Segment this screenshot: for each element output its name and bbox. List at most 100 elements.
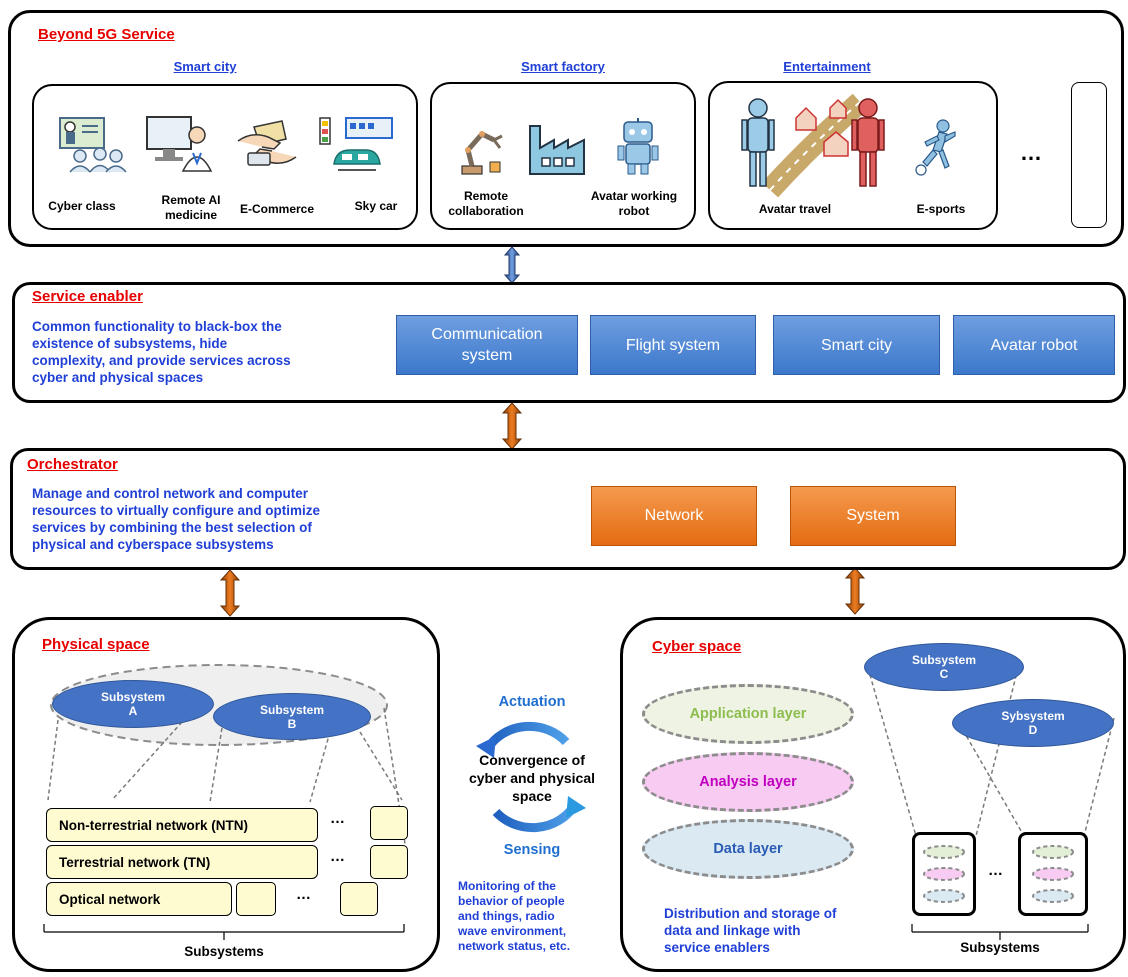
subsystem-label: A [128,704,138,718]
orchestrator-label: System [846,507,900,524]
service-avatar-travel: Avatar travel [758,202,832,216]
service-avatar-robot-line1: Avatar working [590,189,678,203]
desc-line: wave environment, [458,924,567,938]
service-esports: E-sports [916,202,966,216]
esports-icon [915,119,956,176]
remote-collaboration-icon [461,130,503,175]
desc-line: service enablers [664,940,770,955]
subsystem-label: B [287,716,297,731]
desc-line: Monitoring of the [458,879,556,893]
service-enabler-heading: Service enabler [32,288,143,305]
avatar-working-robot-icon [617,118,659,175]
service-remote-collab-line2: collaboration [448,204,524,218]
enabler-label: Avatar robot [990,336,1078,354]
enabler-label: system [461,347,513,364]
data-layer[interactable]: Data layer [642,819,854,879]
desc-line: and things, radio [458,909,555,923]
subsystem-label: Sybsystem [1001,709,1065,723]
monitoring-desc: Monitoring of the behavior of people and… [458,879,570,954]
category-smart-city: Smart city [173,59,237,74]
service-sky-car: Sky car [354,199,398,213]
desc-line: data and linkage with [664,923,801,938]
more-services-ellipsis: … [1020,140,1043,165]
desc-line: services by combining the best selection… [32,520,312,535]
desc-line: Common functionality to black-box the [32,319,282,334]
category-smart-factory: Smart factory [521,59,605,74]
more-services-box [1071,82,1107,228]
desc-line: physical and cyberspace subsystems [32,537,274,552]
desc-line: complexity, and provide services across [32,353,291,368]
enabler-smart-city[interactable]: Smart city [773,315,940,375]
cyber-stack-dots: … [988,862,1004,879]
cyber-subsystem-stack-1[interactable] [912,832,976,916]
orchestrator-desc: Manage and control network and computer … [32,485,320,553]
orchestrator-system[interactable]: System [790,486,956,546]
ecommerce-icon [237,120,297,166]
cyber-desc: Distribution and storage of data and lin… [664,905,837,956]
mini-layers-1 [923,845,965,903]
enabler-label: Flight system [625,336,721,354]
ntn-more-dots: … [330,810,346,827]
physical-space-heading: Physical space [42,636,150,653]
network-tn[interactable]: Terrestrial network (TN) [46,845,318,879]
convergence-line: cyber and physical [468,770,596,786]
network-optical[interactable]: Optical network [46,882,232,916]
application-layer[interactable]: Application layer [642,684,854,744]
factory-icon [529,125,585,175]
physical-subsystems-label: Subsystems [184,944,264,959]
subsystem-label: Subsystem [911,653,977,667]
sky-car-icon [319,117,393,171]
sensing-label: Sensing [503,842,561,858]
network-ntn[interactable]: Non-terrestrial network (NTN) [46,808,318,842]
avatar-travel-icon [741,93,885,198]
cyber-subsystem-stack-2[interactable] [1018,832,1088,916]
desc-line: behavior of people [458,894,565,908]
optical-more-dots: … [296,886,312,903]
desc-line: network status, etc. [458,939,571,953]
service-avatar-robot-line2: robot [618,204,650,218]
tn-extra-box [370,845,408,879]
desc-line: existence of subsystems, hide [32,336,228,351]
desc-line: cyber and physical spaces [32,370,204,385]
enabler-label: Communication [431,326,543,343]
orchestrator-label: Network [644,507,704,524]
convergence-line: Convergence of [479,752,585,768]
service-remote-ai-line2: medicine [164,208,218,222]
network-label: Non-terrestrial network (NTN) [59,817,249,833]
convergence-center-text: Convergence of cyber and physical space [469,751,595,805]
cyber-class-icon [59,117,127,173]
convergence-cycle-arrows [476,721,586,833]
beyond5g-heading: Beyond 5G Service [38,26,175,43]
desc-line: Manage and control network and computer [32,486,309,501]
ntn-extra-box [370,806,408,840]
service-remote-ai-line1: Remote AI [161,193,221,207]
cyber-subsystems-label: Subsystems [960,940,1040,955]
enabler-communication-system[interactable]: Communication system [396,315,578,375]
network-label: Terrestrial network (TN) [59,854,211,870]
enabler-avatar-robot[interactable]: Avatar robot [953,315,1115,375]
enabler-flight-system[interactable]: Flight system [590,315,756,375]
tn-more-dots: … [330,848,346,865]
convergence-line: space [512,788,552,804]
enabler-label: Smart city [820,336,893,354]
service-ecommerce: E-Commerce [239,202,315,216]
analysis-layer[interactable]: Analysis layer [642,752,854,812]
cyber-space-heading: Cyber space [652,638,742,655]
layer-label: Application layer [689,706,807,722]
subsystem-label: C [939,667,949,681]
service-cyber-class: Cyber class [48,199,116,213]
orchestrator-heading: Orchestrator [27,456,118,473]
service-remote-collab-line1: Remote [463,189,509,203]
service-enabler-desc: Common functionality to black-box the ex… [32,318,291,386]
subsystem-label: D [1028,723,1038,737]
desc-line: Distribution and storage of [664,906,837,921]
network-label: Optical network [59,891,161,907]
orchestrator-network[interactable]: Network [591,486,757,546]
optical-extra-box-2 [340,882,378,916]
layer-label: Data layer [713,841,783,857]
